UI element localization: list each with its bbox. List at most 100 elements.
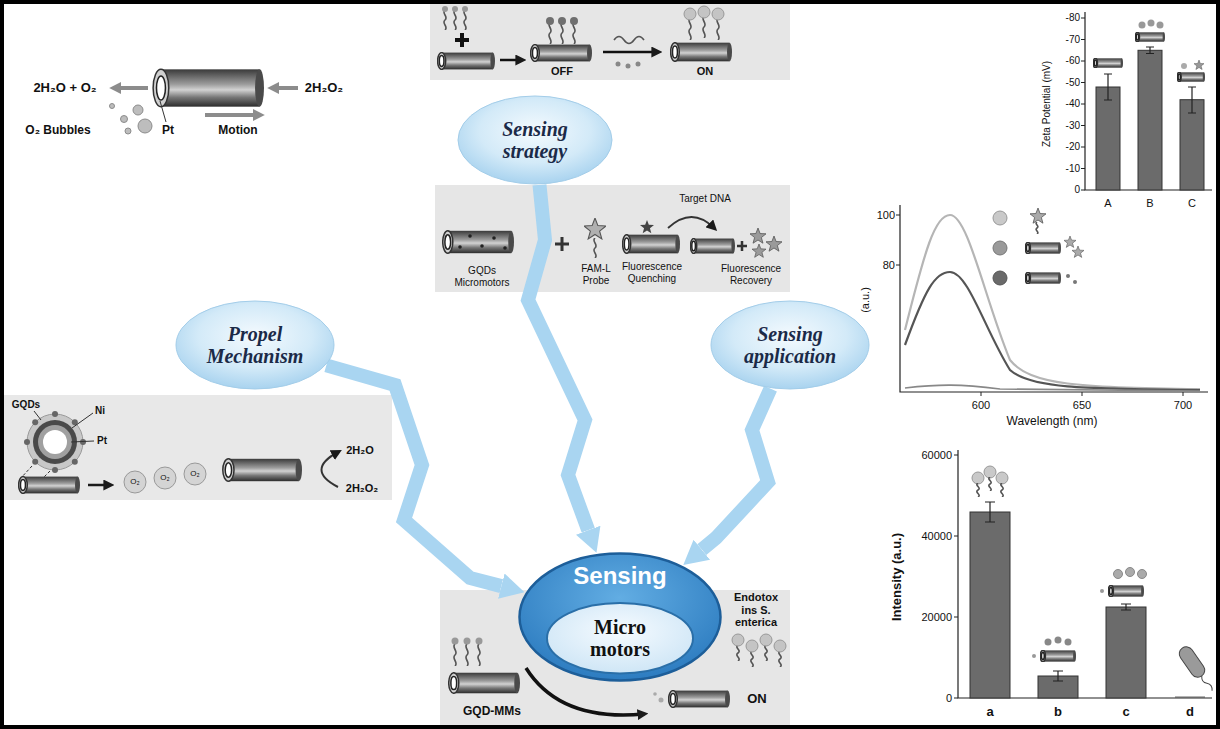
strategy-panel-middle [766,236,782,251]
axis-tick: 60000 [921,449,952,462]
spectrum-chart [896,215,1183,396]
step-caption: FAM-L Probe [573,263,619,286]
application-panel [440,590,790,725]
application-panel [765,645,767,661]
application-panel [454,644,456,666]
application-panel [659,698,664,703]
spectrum-chart [1036,222,1038,234]
intensity-chart [970,512,1010,698]
application-panel [737,645,739,661]
bar-label: a [986,705,993,720]
strategy-panel-top [430,4,790,80]
topic-ellipse-shape [176,301,334,389]
zeta-chart [1148,20,1155,27]
bubble-label: O₂ Bubbles [25,124,90,138]
bar-label: A [1104,197,1111,210]
application-panel [774,640,786,652]
spectrum-chart [1025,242,1061,253]
bar-label: b [1054,705,1062,720]
spectrum-chart [896,205,1208,396]
intensity-chart [989,477,991,491]
intensity-chart [1106,607,1146,698]
zeta-chart [1138,50,1162,190]
axis-tick: 40000 [921,530,952,543]
spectrum-chart [1072,246,1084,257]
strategy-panel-top [452,6,458,12]
axis-tick: 100 [877,209,895,222]
mechanism-panel [154,467,176,489]
axis-tick: 0 [946,692,952,705]
strategy-panel-top [531,45,592,62]
zeta-chart [1081,12,1212,190]
axis-tick: -50 [1066,77,1080,89]
propulsion-sketch [272,86,298,90]
strategy-panel-middle [752,244,766,257]
strategy-panel-middle [623,235,680,254]
intensity-chart [954,450,1218,698]
mechanism-panel [19,477,80,494]
intensity-chart [1040,650,1076,661]
axis-title: (a.u.) [859,287,872,313]
mechanism-panel [71,441,94,442]
spectrum-chart [905,215,1200,389]
spectrum-chart [1073,280,1077,284]
hub-ellipse: SensingMicro motors [517,551,723,683]
spectrum-chart [905,272,1200,390]
strategy-panel-middle [594,238,596,258]
mechanism-panel [33,420,77,464]
bubble-label: O₂ [160,473,169,482]
zeta-chart [1177,72,1205,81]
axis-tick: -70 [1066,34,1080,46]
strategy-panel-top [561,22,563,44]
mechanism-panel [4,395,392,500]
intensity-chart [972,472,984,484]
axis-tick: -60 [1066,55,1080,67]
topic-ellipse-text: Sensing strategy [502,118,568,162]
spectrum-chart [1064,236,1076,247]
strategy-panel-top [500,59,522,62]
mechanism-panel [32,419,38,425]
target-label: Endotox ins S. enterica [729,591,783,629]
zeta-chart [1085,12,1212,190]
mechanism-panel [32,459,38,465]
layer-label: Pt [97,435,107,447]
intensity-chart [1108,585,1144,596]
zeta-chart [1181,63,1187,69]
bar-label: C [1188,197,1196,210]
strategy-panel-middle [468,234,472,238]
application-panel [779,651,781,667]
axis-tick: 650 [1073,399,1091,412]
strategy-panel-top [616,62,621,67]
mechanism-panel [34,411,41,420]
strategy-panel-middle [458,245,462,249]
mechanism-panel [4,395,392,500]
application-panel [478,644,480,666]
reaction-formula: 2H₂O₂ [305,81,343,96]
zeta-chart [1135,32,1165,41]
zeta-chart [1157,22,1164,29]
intensity-chart [984,466,996,478]
strategy-panel-middle [435,185,790,292]
propulsion-sketch [125,128,131,134]
zeta-chart [1194,60,1204,70]
step-caption: Target DNA [679,193,731,205]
axis-title: Zeta Potential (mV) [1041,61,1053,147]
spectrum-chart [1066,274,1070,278]
topic-ellipse-shape [458,96,612,184]
intensity-chart [1138,570,1147,579]
propulsion-sketch [153,69,264,106]
mechanism-panel [322,452,339,487]
strategy-panel-top [454,10,456,30]
axis-tick: -40 [1066,98,1080,110]
strategy-panel-top [438,53,495,70]
strategy-panel-top [626,64,631,69]
propulsion-sketch [114,86,148,90]
intensity-chart [1032,654,1036,658]
spectrum-chart [993,241,1007,255]
axis-tick: -30 [1066,120,1080,132]
application-panel [653,692,657,696]
strategy-panel-top [462,6,468,12]
spectrum-chart [905,385,1200,391]
spectrum-chart [993,211,1007,225]
axis-tick: -80 [1066,12,1080,24]
